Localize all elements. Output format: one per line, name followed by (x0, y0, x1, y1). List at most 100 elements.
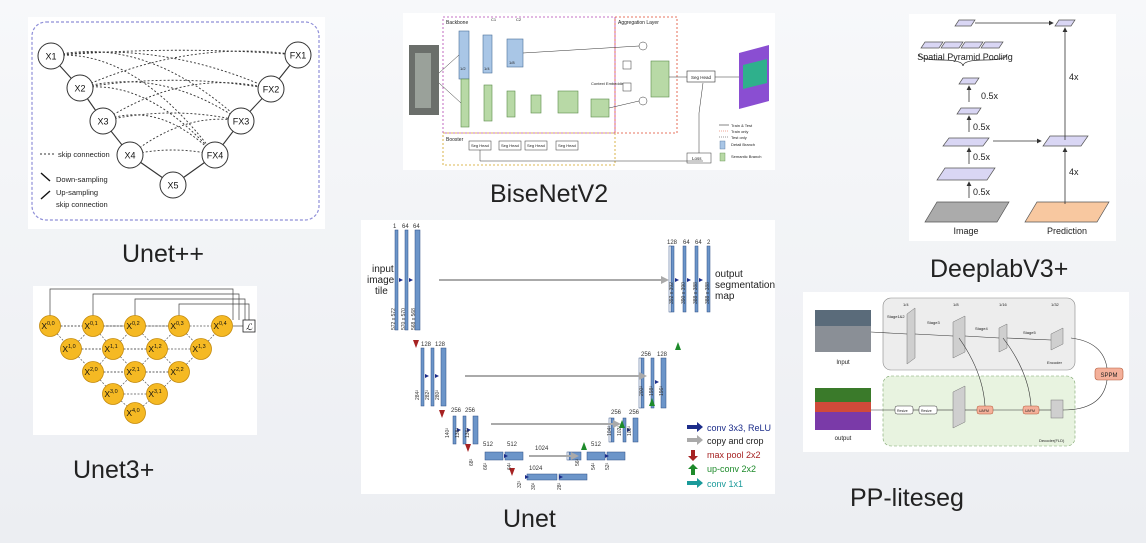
unetpp-node-label: X4 (124, 151, 135, 161)
unet-dim-18: 102² (617, 426, 623, 436)
unet3p-node-label: X0,2 (126, 321, 139, 331)
unet-dim-20: 68² (469, 458, 475, 466)
unet-feature-block (430, 347, 435, 407)
unet3p-node (146, 338, 168, 360)
unet-ch-l3-2: 256 (465, 408, 476, 414)
unet-feature-block (394, 229, 399, 331)
unet3p-node-label: X0,1 (84, 321, 97, 331)
semantic-block (590, 98, 610, 118)
bisenet-label-backbone: Backbone (446, 20, 468, 26)
unetpp-node-label: X2 (74, 84, 85, 94)
unet3p-node (102, 338, 124, 360)
unet-dim-19: 100² (627, 426, 633, 436)
unet-legend-conv: conv 3x3, ReLU (707, 423, 771, 433)
unetpp-node-label: X1 (45, 52, 56, 62)
unet-feature-block (462, 415, 467, 445)
unet-feature-block (622, 417, 627, 443)
unet-ch-r3: 256 (611, 410, 622, 416)
unet-output-label-3: map (715, 291, 735, 302)
bisenet-label-booster: Booster (446, 137, 464, 143)
unet3p-node (211, 315, 233, 337)
unet3p-node-label: X1,2 (148, 344, 161, 354)
unet-output-label-2: segmentation (715, 280, 775, 291)
ppliteseg-size-1: 1/4 (903, 302, 909, 307)
unetpp-node (227, 107, 255, 135)
bisenet-seghead-1: Seg Head (471, 143, 489, 148)
ppliteseg-input-label: Input (836, 360, 850, 366)
semantic-block (483, 84, 493, 122)
unet-feature-block (452, 415, 457, 445)
unet3p-node (60, 338, 82, 360)
unet-ch-r4: 512 (591, 442, 602, 448)
unet-ch-top-3: 64 (413, 224, 420, 230)
unet-dim-1: 572 x 572 (391, 308, 397, 330)
unet-ch-right-3: 64 (695, 240, 702, 246)
bisenet-channel-c1: C1 (491, 17, 497, 22)
unetpp-node (66, 74, 94, 102)
unet3p-node (124, 361, 146, 383)
deeplab-scale-3: 0.5x (973, 152, 991, 162)
unet-feature-block (706, 245, 711, 313)
ppliteseg-figure: Input output 1/4 1/8 1/16 1/32 Stage1&2 … (803, 292, 1129, 452)
unet-copy-block (608, 417, 612, 443)
unetpp-node-label: FX2 (263, 85, 280, 95)
unet3p-node-label: X2,1 (126, 367, 139, 377)
deeplab-prediction (1024, 201, 1110, 223)
ppliteseg-decoder-label: Decoder(FLD) (1039, 438, 1065, 443)
unet3p-node-label: X4,0 (126, 408, 139, 418)
caption-unetpp: Unet++ (122, 240, 205, 268)
bisenet-loss: Loss (692, 156, 702, 161)
ppliteseg-size-2: 1/8 (953, 302, 959, 307)
unet3p-node-label: X1,0 (62, 344, 75, 354)
unet3p-node-label: X0,3 (170, 321, 183, 331)
deeplab-up-2: 4x (1069, 167, 1079, 177)
unet3p-loss: ℒ (246, 322, 253, 332)
ppliteseg-size-4: 1/32 (1051, 302, 1060, 307)
bisenet-legend-trainonly: Train only (731, 129, 748, 134)
caption-ppliteseg: PP-liteseg (850, 484, 964, 512)
unet-output-label-1: output (715, 269, 743, 280)
unet3p-node (168, 361, 190, 383)
unet3p-node (190, 338, 212, 360)
bisenet-size-detail-1: 1/2 (460, 66, 466, 71)
unet-copy-block (668, 245, 672, 313)
deeplab-scale-1: 0.5x (981, 91, 999, 101)
unet-feature-block (660, 357, 667, 409)
unet3p-node (82, 361, 104, 383)
aggregation-block (650, 60, 670, 98)
semantic-block (530, 94, 542, 114)
unet-dim-25: 52² (605, 462, 611, 470)
bisenet-figure: Backbone Aggregation Layer Booster C1 C2… (403, 13, 775, 170)
unet-ch-right-2: 64 (683, 240, 690, 246)
ppliteseg-stage-1: Stage1&2 (887, 314, 905, 319)
unet-dim-23: 56² (575, 458, 581, 466)
unet-dim-7: 388 x 388 (705, 282, 711, 304)
bisenet-legend-semantic: Semantic Branch (731, 154, 761, 159)
unet-dim-11: 200² (639, 386, 645, 396)
unet3p-node-label: X3,1 (148, 389, 161, 399)
unet3p-node-label: X1,3 (192, 344, 205, 354)
unet-ch-l2-1: 128 (421, 342, 432, 348)
unet-ch-l4-1: 512 (483, 442, 494, 448)
caption-unet3p: Unet3+ (73, 456, 155, 484)
unet-dim-24: 54² (591, 462, 597, 470)
bisenet-size-detail-3: 1/8 (509, 60, 515, 65)
ppliteseg-resize-1: Resize (897, 409, 908, 413)
unet3p-node-label: X1,1 (104, 344, 117, 354)
unetpp-legend-up: Up-sampling (56, 188, 98, 197)
unetpp-node (37, 42, 65, 70)
unet-dim-22: 64² (507, 462, 513, 470)
unet-dim-26: 32² (517, 480, 523, 488)
semantic-block (506, 90, 516, 118)
semantic-block (557, 90, 579, 114)
unet-feature-block (632, 417, 639, 443)
unet-feature-block (586, 451, 606, 461)
unet3p-node (124, 315, 146, 337)
bisenet-legend-testonly: Test only (731, 135, 747, 140)
unet-feature-block (558, 473, 588, 481)
unet3p-node-label: X2,0 (84, 367, 97, 377)
unet-input-label-2: image (367, 275, 395, 286)
bisenet-seghead-main: Seg Head (691, 75, 712, 80)
